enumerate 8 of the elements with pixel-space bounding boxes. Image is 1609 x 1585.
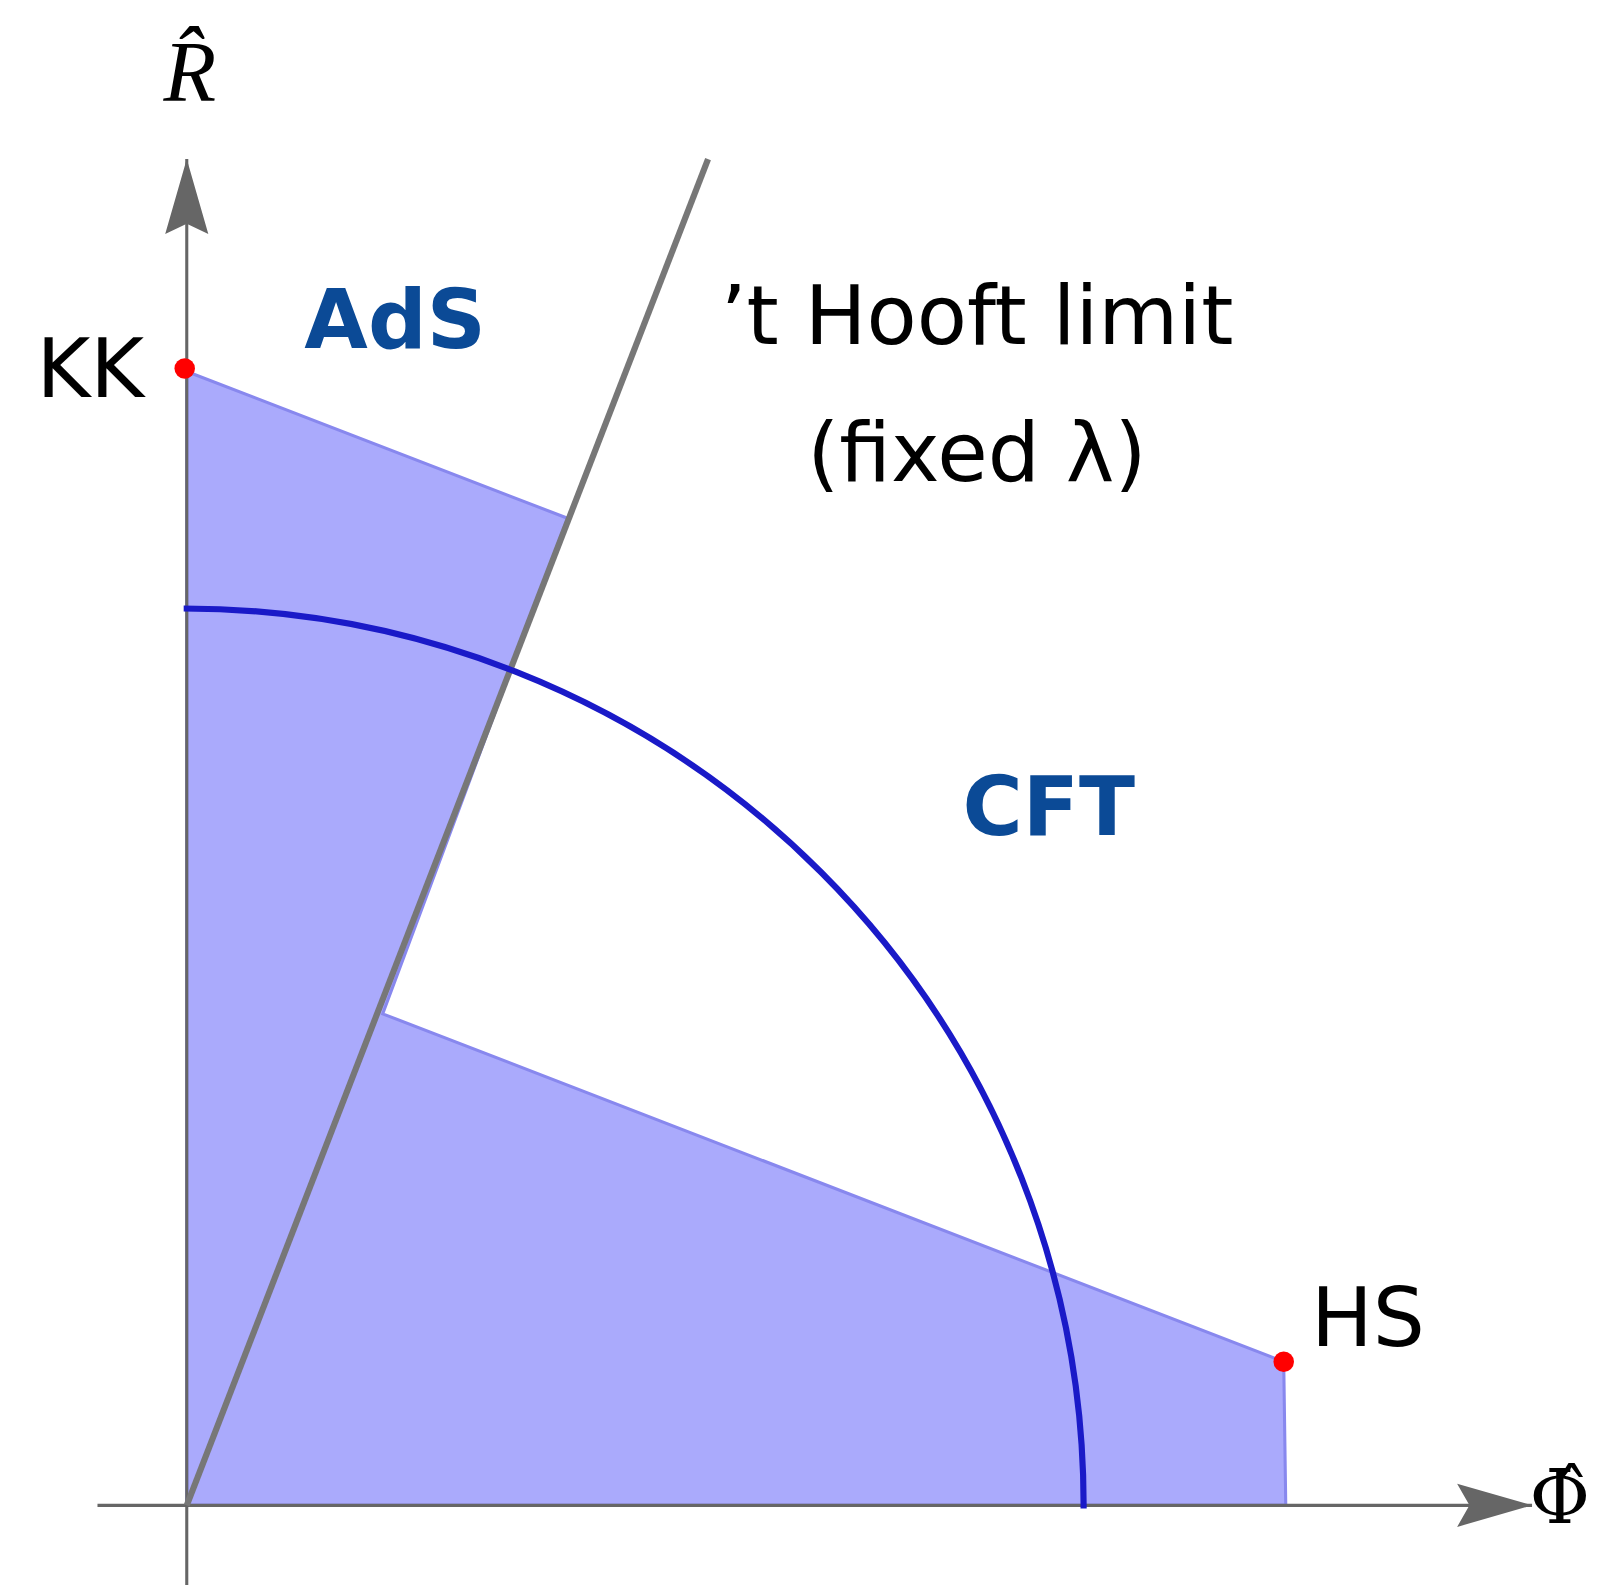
point-label: HS: [1310, 1277, 1425, 1360]
region-label: AdS: [304, 279, 486, 362]
axis-label: R̂: [163, 28, 217, 115]
point-label: KK: [36, 328, 145, 411]
axis-label: Φ̂: [1528, 1453, 1592, 1535]
line-label: (fixed λ): [807, 412, 1147, 495]
region-label: CFT: [962, 766, 1135, 849]
line-label: ’t Hooft limit: [720, 275, 1234, 358]
